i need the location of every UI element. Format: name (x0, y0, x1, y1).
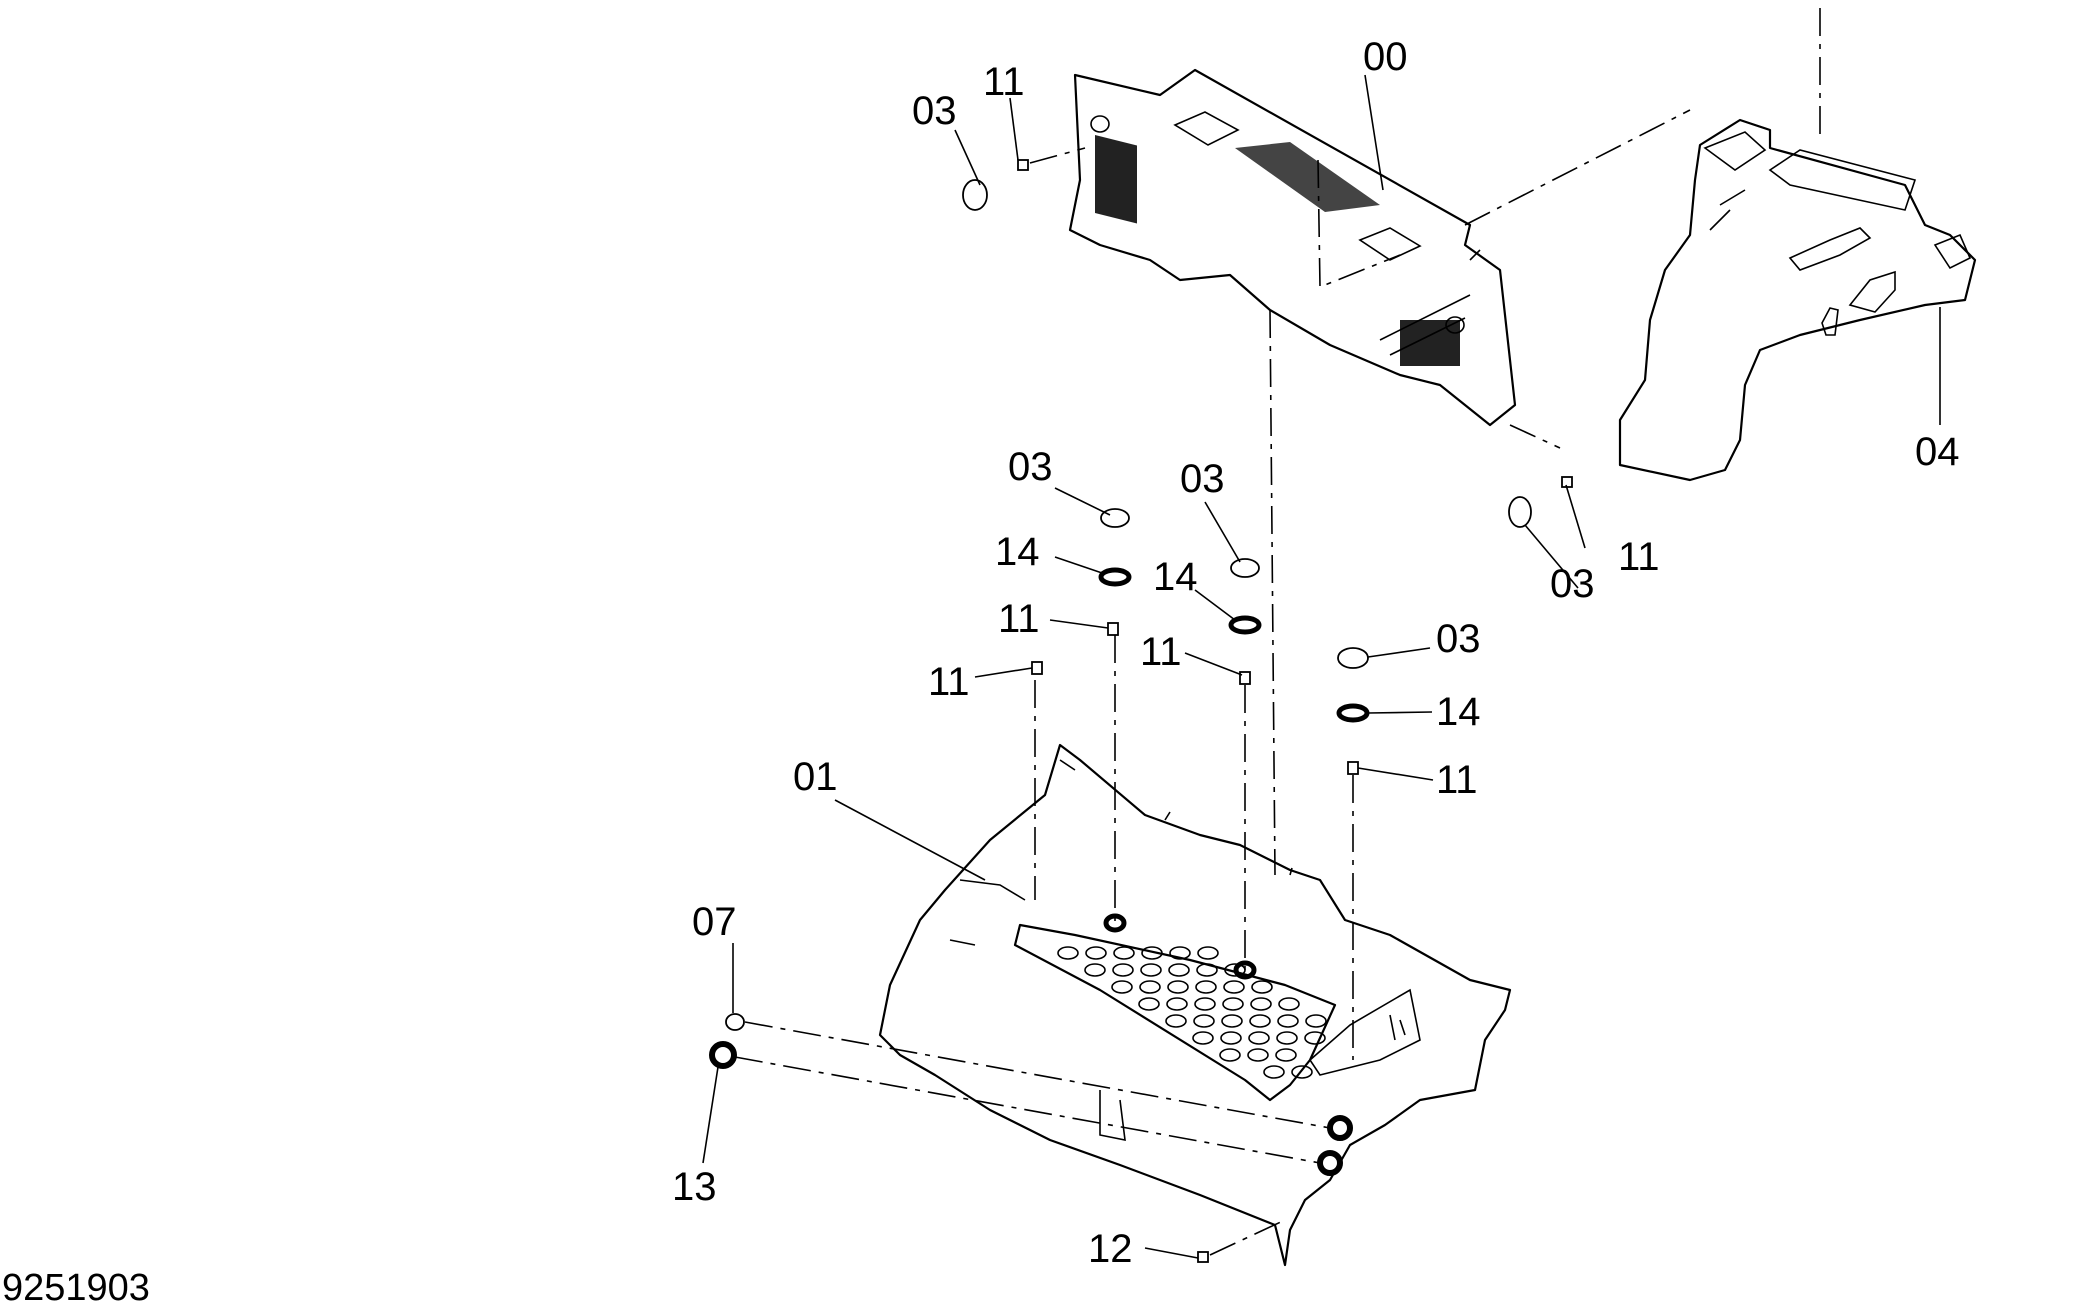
label-11-right: 11 (1436, 758, 1478, 802)
part-00-upper-cover (1068, 68, 1517, 427)
label-11-top-left: 11 (983, 60, 1025, 104)
label-14-left: 14 (995, 530, 1040, 574)
label-01: 01 (793, 755, 838, 799)
label-13: 13 (672, 1165, 717, 1209)
label-11-far-right: 11 (1618, 535, 1660, 579)
drawing-number: 9251903 (2, 1267, 150, 1306)
part-labels: 00 03 11 03 03 14 14 11 11 11 03 14 11 0… (2, 35, 1960, 1306)
label-03-top-left: 03 (912, 89, 957, 133)
part-01-floor-panel (878, 743, 1512, 1267)
fasteners (709, 159, 1573, 1263)
assembly-lines (734, 8, 1821, 1256)
label-03-right: 03 (1436, 617, 1481, 661)
label-11-left: 11 (928, 660, 970, 704)
label-14-center: 14 (1153, 555, 1198, 599)
label-11-mid-left: 11 (998, 597, 1040, 641)
cap-03-d (1508, 496, 1532, 528)
washer-14-b (1228, 615, 1262, 635)
label-07: 07 (692, 900, 737, 944)
part-04-side-bracket (1618, 118, 1977, 482)
label-14-right: 14 (1436, 690, 1481, 734)
cap-03-b (1100, 508, 1130, 528)
leader-lines (702, 74, 1941, 1259)
cap-03-a (962, 179, 988, 211)
floor-hole-pattern (1057, 946, 1327, 1079)
cap-03-e (1337, 647, 1369, 669)
label-11-center: 11 (1140, 630, 1182, 674)
washer-14-a (1098, 567, 1132, 587)
label-12: 12 (1088, 1227, 1133, 1271)
washer-14-c (1336, 703, 1370, 723)
label-03-mid-center: 03 (1180, 457, 1225, 501)
label-03-far-right: 03 (1550, 562, 1595, 606)
label-03-mid-left: 03 (1008, 445, 1053, 489)
label-00: 00 (1363, 35, 1408, 79)
cap-03-c (1230, 558, 1260, 578)
label-04: 04 (1915, 430, 1960, 474)
